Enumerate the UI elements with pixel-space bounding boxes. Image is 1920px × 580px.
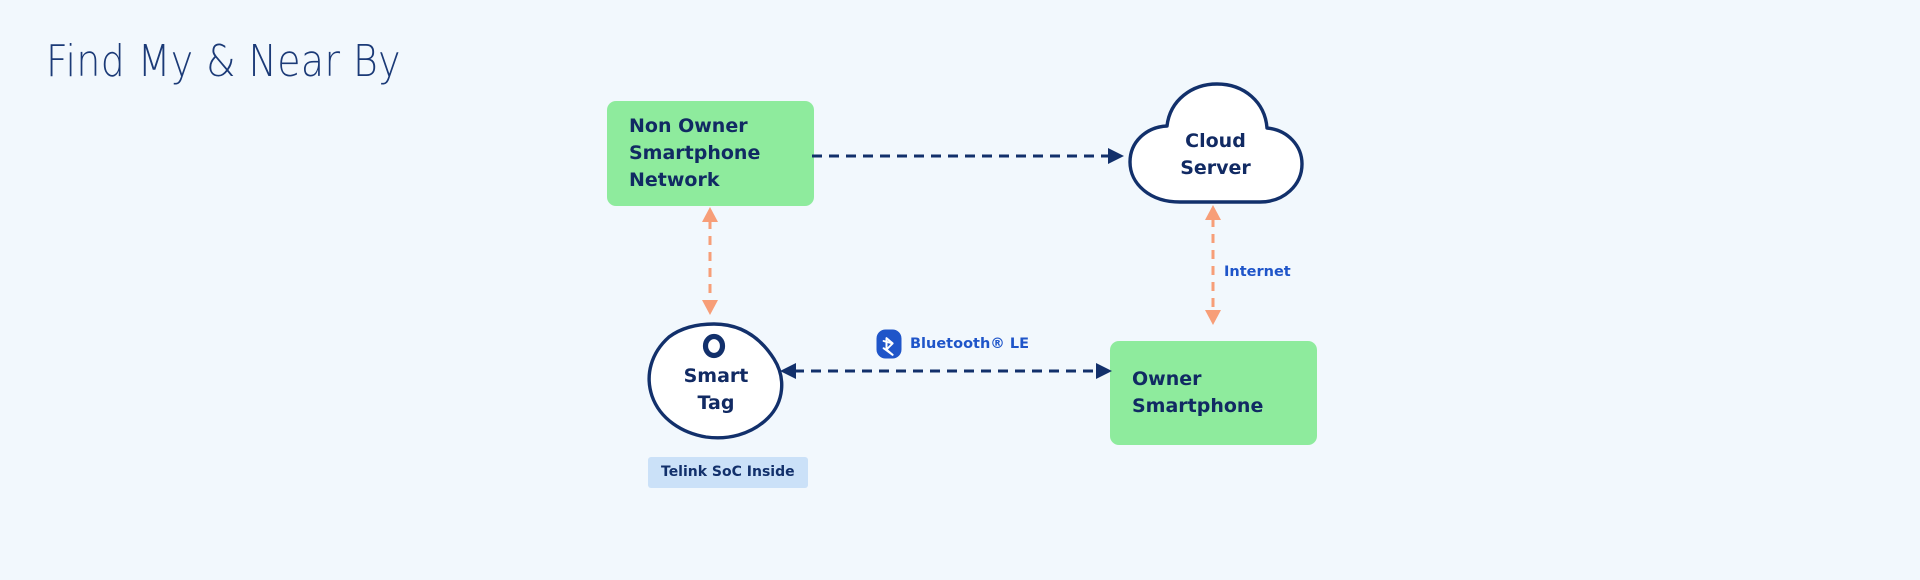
arrow-double-vertical-dashed-icon: [702, 207, 718, 315]
node-non-owner-smartphone-network-label: Non Owner Smartphone Network: [629, 115, 761, 191]
connector-network-to-cloud: [812, 140, 1126, 172]
arrow-double-vertical-dashed-icon: [1205, 205, 1221, 325]
page-title: Find My & Near By: [46, 36, 402, 87]
bluetooth-le-label: Bluetooth® LE: [910, 336, 1029, 352]
connector-tag-to-owner: [778, 355, 1114, 387]
node-cloud-server[interactable]: Cloud Server: [1118, 80, 1313, 205]
connector-network-to-tag: [694, 206, 726, 316]
arrow-right-dashed-icon: [812, 148, 1124, 164]
connector-cloud-to-owner: [1197, 204, 1229, 326]
telink-soc-inside-badge: Telink SoC Inside: [648, 457, 808, 488]
internet-label: Internet: [1224, 264, 1291, 280]
node-owner-smartphone[interactable]: Owner Smartphone: [1110, 341, 1317, 445]
arrow-双-horizontal-dashed-icon: [780, 363, 1112, 379]
node-non-owner-smartphone-network[interactable]: Non Owner Smartphone Network: [607, 101, 814, 206]
node-smart-tag[interactable]: Smart Tag: [644, 320, 788, 442]
bluetooth-icon: [876, 329, 902, 359]
bluetooth-le-annotation: Bluetooth® LE: [876, 329, 1029, 359]
tag-shape-icon: [647, 322, 784, 440]
node-owner-smartphone-label: Owner Smartphone: [1132, 368, 1264, 417]
cloud-shape-icon: [1128, 82, 1304, 204]
